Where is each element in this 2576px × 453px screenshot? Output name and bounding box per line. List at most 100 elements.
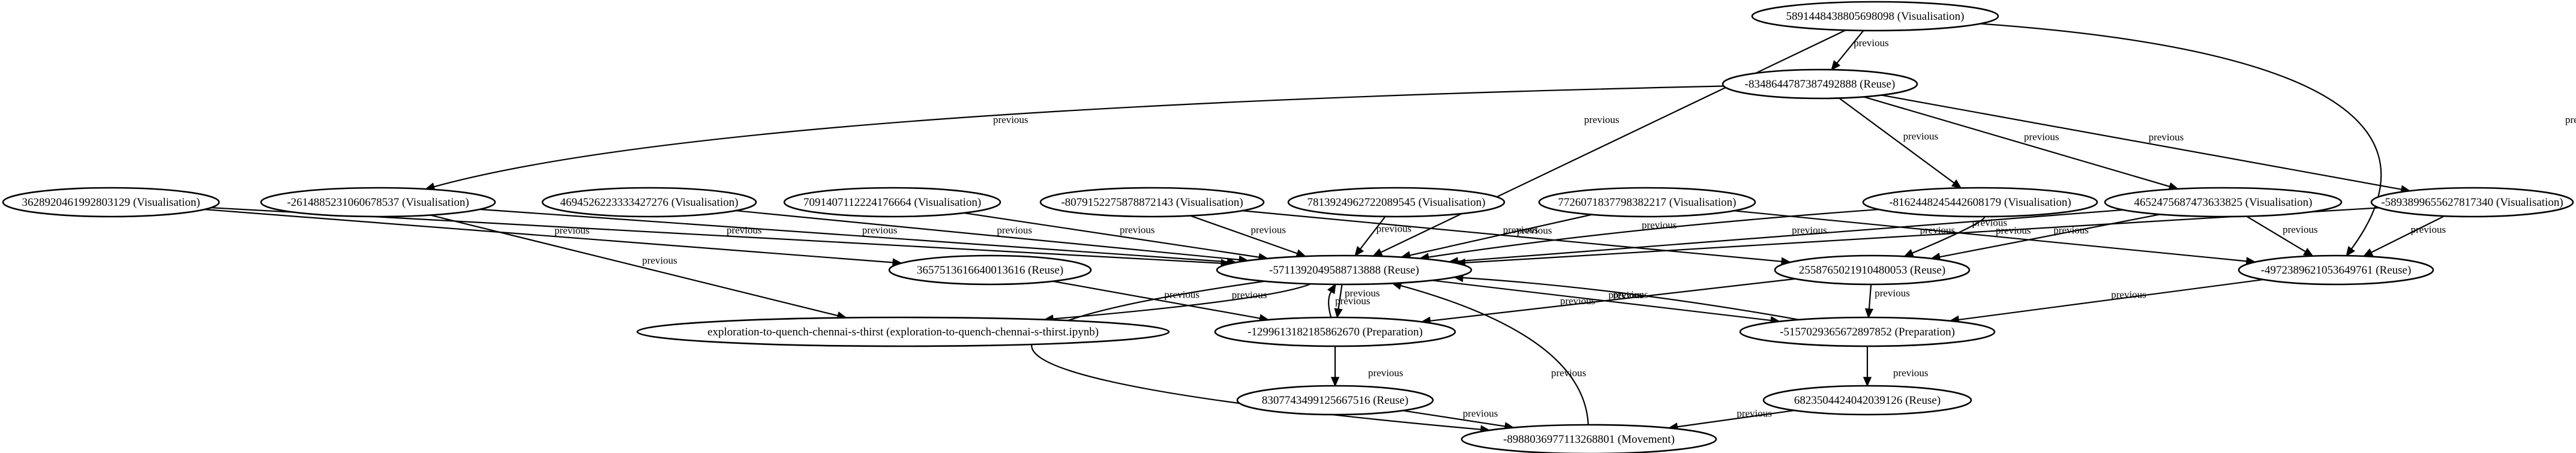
edge-n589-to-n571: previous — [1372, 29, 1846, 257]
node-ellipse — [1214, 316, 1456, 347]
arrowhead — [2346, 246, 2356, 257]
edge-label: previous — [1560, 295, 1596, 307]
edge-label: previous — [727, 224, 762, 236]
node-n465[interactable]: 4652475687473633825 (Visualisation) — [2104, 187, 2343, 218]
edge-label: previous — [1893, 367, 1929, 379]
edge-label: previous — [1345, 287, 1380, 299]
node-label: 4694526223333427276 (Visualisation) — [560, 196, 738, 209]
edge-label: previous — [642, 255, 677, 266]
node-ellipse — [2238, 254, 2434, 286]
edge-label: previous — [1737, 408, 1772, 419]
node-n709[interactable]: 7091407112224176664 (Visualisation) — [783, 187, 1001, 218]
node-n816[interactable]: -8162448245442608179 (Visualisation) — [1862, 187, 2098, 218]
edge-n816-to-n571: previous — [1419, 208, 1879, 262]
node-n255[interactable]: 2558765021910480053 (Reuse) — [1774, 254, 1971, 286]
node-n362[interactable]: 3628920461992803129 (Visualisation) — [2, 187, 220, 218]
node-ellipse — [1862, 187, 2098, 218]
edge-label: previous — [1232, 289, 1267, 301]
node-label: 7091407112224176664 (Visualisation) — [803, 196, 981, 209]
node-label: 4652475687473633825 (Visualisation) — [2134, 196, 2312, 209]
edge-line — [430, 214, 838, 317]
edge-label: previous — [1551, 367, 1587, 379]
node-ellipse — [783, 187, 1001, 218]
arrowhead — [1334, 308, 1343, 319]
edge-label: previous — [1875, 287, 1910, 299]
edge-n807-to-n571: previous — [1190, 215, 1307, 257]
edge-n834-to-n261: previous — [424, 85, 1724, 191]
edge-n772-to-n571: previous — [1400, 214, 1593, 260]
edge-line — [1836, 30, 1864, 64]
edge-line — [479, 208, 1228, 263]
edge-n589-to-n497: previous — [1980, 23, 2576, 257]
edge-n261-to-nexp: previous — [430, 214, 847, 320]
edge-label: previous — [1792, 224, 1827, 236]
edge-line — [433, 85, 1724, 188]
node-label: -1299613182185862670 (Preparation) — [1247, 326, 1423, 338]
edge-line — [1677, 409, 1795, 428]
node-ellipse — [2370, 187, 2574, 218]
node-ellipse — [1762, 385, 1972, 416]
node-ellipse — [1461, 424, 1717, 453]
edge-n515-to-n682: previous — [1863, 346, 1929, 387]
node-ellipse — [1216, 254, 1473, 286]
node-ellipse — [1739, 316, 1996, 347]
edge-n129-to-n571: previous — [1327, 283, 1371, 318]
node-label: exploration-to-quench-chennai-s-thirst (… — [707, 326, 1099, 338]
arrowhead — [1330, 377, 1340, 387]
edge-line — [1939, 214, 2161, 258]
node-n365[interactable]: 3657513616640013616 (Reuse) — [888, 254, 1092, 286]
node-n834[interactable]: -8348644787387492888 (Reuse) — [1722, 68, 1918, 100]
edge-n834-to-n589b: previous — [1881, 94, 2411, 194]
arrowhead — [1372, 248, 1383, 257]
node-n497[interactable]: -4972389621053649761 (Reuse) — [2238, 254, 2434, 286]
edge-label: previous — [1613, 289, 1648, 301]
node-label: -2614885231060678537 (Visualisation) — [287, 196, 469, 209]
node-n772[interactable]: 7726071837798382217 (Visualisation) — [1538, 187, 1756, 218]
node-n129[interactable]: -1299613182185862670 (Preparation) — [1214, 316, 1456, 347]
arrowhead — [1863, 377, 1872, 387]
node-n830[interactable]: 8307743499125667516 (Reuse) — [1236, 385, 1434, 416]
node-n781[interactable]: 7813924962722089545 (Visualisation) — [1287, 187, 1506, 218]
edge-line — [1328, 291, 1332, 318]
edge-n362-to-n365: previous — [204, 208, 903, 267]
edge-line — [1958, 278, 2264, 321]
edge-line — [1410, 214, 1593, 256]
node-n807[interactable]: -8079152275878872143 (Visualisation) — [1039, 187, 1265, 218]
node-ellipse — [1722, 68, 1918, 100]
node-ellipse — [1039, 187, 1265, 218]
node-label: -8348644787387492888 (Reuse) — [1745, 78, 1896, 91]
edge-line — [1360, 216, 1386, 250]
edge-label: previous — [2283, 224, 2318, 235]
node-n682[interactable]: 6823504424042039126 (Reuse) — [1762, 385, 1972, 416]
node-n571[interactable]: -5711392049588713888 (Reuse) — [1216, 254, 1473, 286]
edge-n834-to-n465: previous — [1863, 96, 2179, 191]
node-n589[interactable]: 5891448438805698098 (Visualisation) — [1751, 1, 1999, 32]
node-n261[interactable]: -2614885231060678537 (Visualisation) — [260, 187, 496, 218]
edge-line — [736, 209, 1240, 261]
node-n589b[interactable]: -5893899655627817340 (Visualisation) — [2370, 187, 2574, 218]
node-n515[interactable]: -5157029365672897852 (Preparation) — [1739, 316, 1996, 347]
node-ellipse — [636, 316, 1170, 347]
node-n469[interactable]: 4694526223333427276 (Visualisation) — [541, 187, 757, 218]
node-n898[interactable]: -8988036977113268801 (Movement) — [1461, 424, 1717, 453]
arrowhead — [2302, 247, 2314, 257]
edge-label: previous — [1377, 223, 1412, 235]
edge-line — [1462, 277, 1800, 320]
edge-label: previous — [2149, 131, 2184, 143]
node-ellipse — [1774, 254, 1971, 286]
node-label: -8079152275878872143 (Visualisation) — [1061, 196, 1243, 209]
edge-line — [1863, 96, 2170, 187]
edge-line — [1734, 210, 2247, 262]
edge-n571-to-n129: previous — [1334, 284, 1380, 319]
node-nexp[interactable]: exploration-to-quench-chennai-s-thirst (… — [636, 316, 1170, 347]
edge-label: previous — [1335, 295, 1371, 307]
edge-line — [1428, 208, 1879, 258]
edges-layer: previouspreviouspreviouspreviousprevious… — [204, 23, 2576, 434]
edge-label: previous — [1368, 367, 1404, 379]
node-ellipse — [1751, 1, 1999, 32]
node-label: 2558765021910480053 (Reuse) — [1799, 264, 1945, 277]
edge-n129-to-n830: previous — [1330, 346, 1404, 387]
edge-line — [1868, 284, 1872, 310]
